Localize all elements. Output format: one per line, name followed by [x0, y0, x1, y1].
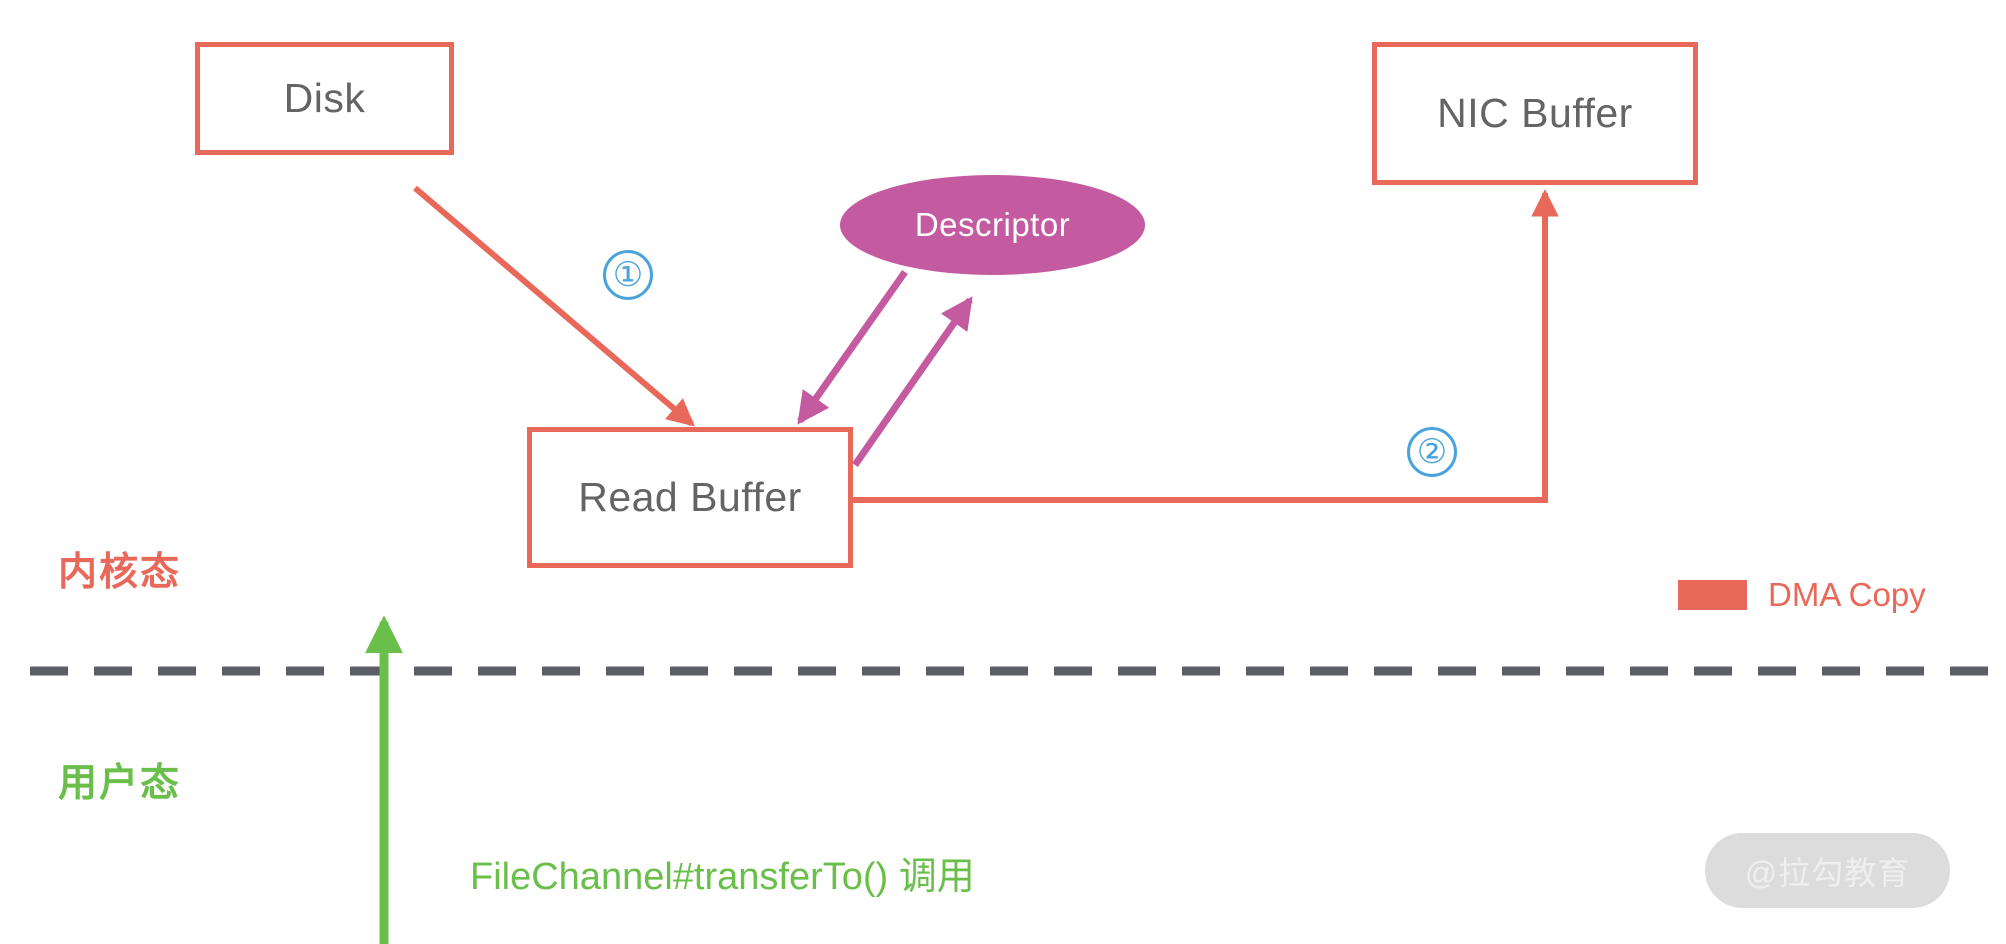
legend-dma-copy-swatch: [1678, 580, 1747, 610]
node-disk[interactable]: Disk: [195, 42, 454, 155]
arrow-read-buffer-to-descriptor: [852, 296, 973, 468]
kernel-mode-label: 内核态: [58, 551, 182, 594]
transfer-to-call-label: FileChannel#transferTo() 调用: [470, 856, 975, 898]
watermark-text: @拉勾教育: [1744, 854, 1911, 891]
node-read-buffer[interactable]: Read Buffer: [527, 427, 853, 568]
watermark-badge: @拉勾教育: [1705, 833, 1950, 908]
step-2-badge: ②: [1407, 427, 1457, 477]
legend-dma-copy: DMA Copy: [1678, 576, 1926, 614]
legend-dma-copy-label: DMA Copy: [1768, 576, 1926, 613]
node-disk-label: Disk: [283, 75, 366, 121]
user-mode-label: 用户态: [58, 762, 182, 805]
arrow-descriptor-to-read-buffer: [797, 269, 908, 425]
node-descriptor-label: Descriptor: [914, 206, 1071, 243]
node-descriptor[interactable]: Descriptor: [840, 175, 1145, 275]
node-nic-buffer-label: NIC Buffer: [1437, 90, 1633, 136]
step-1-badge: ①: [603, 250, 653, 300]
arrow-disk-to-read-buffer: [413, 185, 695, 427]
arrow-read-buffer-to-nic-buffer: [853, 189, 1559, 503]
node-nic-buffer[interactable]: NIC Buffer: [1372, 42, 1698, 185]
node-read-buffer-label: Read Buffer: [578, 474, 802, 520]
